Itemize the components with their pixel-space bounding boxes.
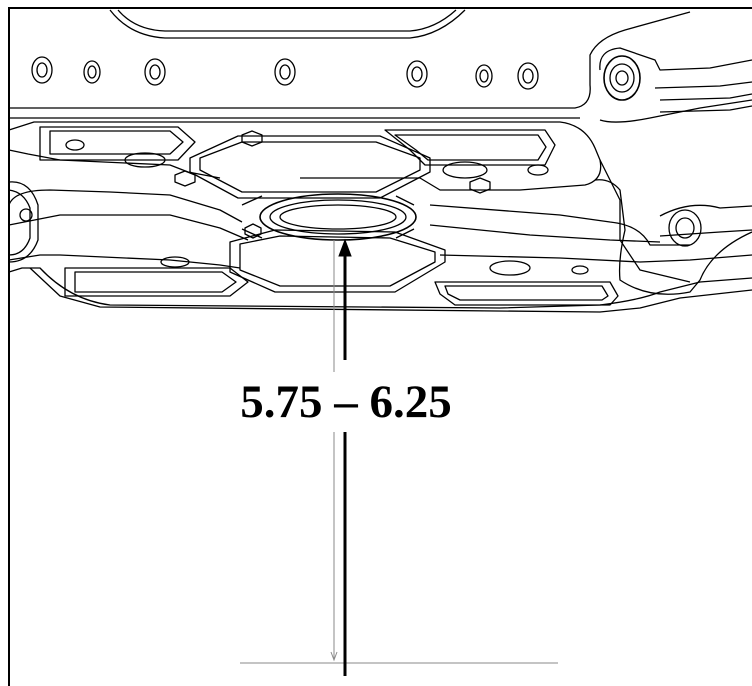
- screw-boss: [274, 58, 296, 86]
- dimension-arrow: [338, 238, 352, 676]
- dimension-label: 5.75 – 6.25: [222, 372, 470, 432]
- screw-boss: [144, 58, 166, 86]
- screw-boss: [406, 60, 428, 88]
- dimension-guides: [240, 240, 558, 664]
- screw-boss: [31, 56, 53, 84]
- part-geometry: [8, 9, 752, 313]
- screw-boss: [517, 62, 539, 90]
- screw-boss: [83, 60, 101, 84]
- drawing-frame: [8, 7, 752, 686]
- screw-boss: [475, 64, 493, 88]
